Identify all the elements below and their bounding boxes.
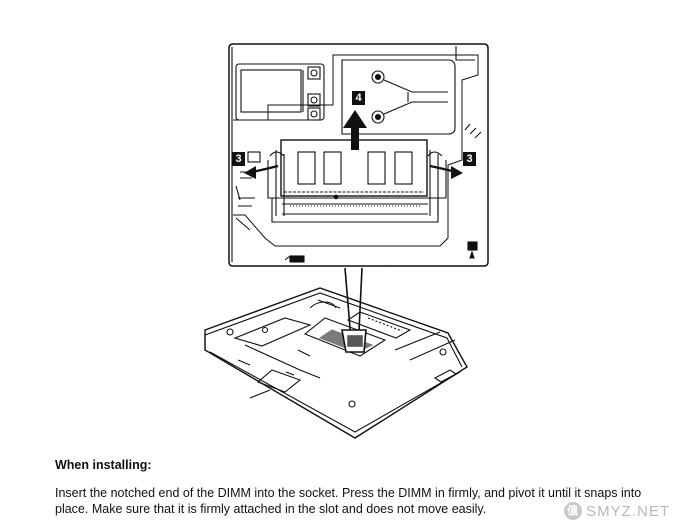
- laptop-bottom-view: [204, 287, 468, 439]
- dimm-installation-illustration: [204, 43, 489, 439]
- dimm-socket: [267, 150, 447, 223]
- watermark-badge-icon: 值: [564, 502, 583, 520]
- watermark-text: SMYZ.NET: [586, 502, 670, 520]
- remove-arrow-up: [343, 110, 367, 150]
- latch-arrow-right: [429, 164, 463, 179]
- zoom-lines: [341, 267, 367, 353]
- callout-3-right: 3: [463, 152, 476, 166]
- instruction-paragraph: Insert the notched end of the DIMM into …: [55, 486, 642, 516]
- section-heading: When installing:: [55, 458, 152, 472]
- watermark: 值 SMYZ.NET: [564, 502, 670, 520]
- dimm-module: [280, 139, 428, 200]
- callout-3-left: 3: [232, 152, 245, 166]
- latch-arrow-left: [244, 164, 279, 179]
- callout-4: 4: [352, 91, 365, 105]
